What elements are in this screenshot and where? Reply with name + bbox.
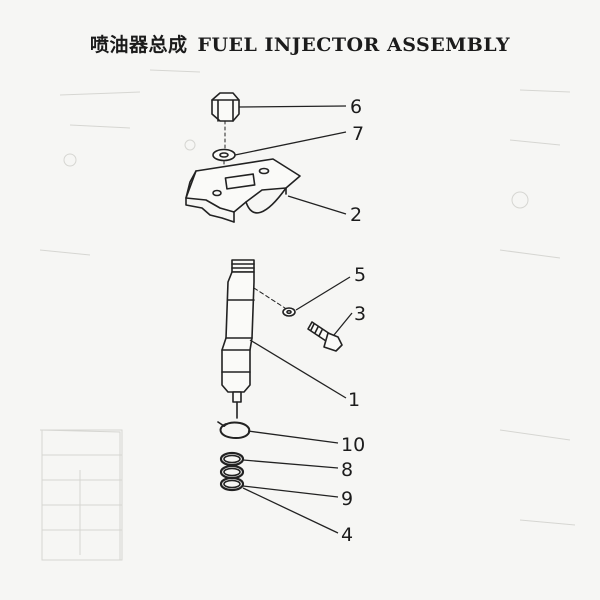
background-ghost-marks — [39, 69, 576, 561]
part-injector-body — [221, 259, 289, 419]
part-nut — [211, 92, 240, 151]
part-bolt — [307, 321, 343, 352]
part-o-rings — [219, 451, 245, 492]
title-chinese: 喷油器总成 — [89, 34, 188, 56]
title-english: FUEL INJECTOR ASSEMBLY — [197, 34, 511, 56]
callout-4: 4 — [341, 524, 353, 546]
callout-8: 8 — [341, 459, 353, 481]
callout-1: 1 — [348, 389, 360, 411]
callout-6: 6 — [350, 96, 362, 118]
part-washer-side — [282, 307, 296, 317]
callout-9: 9 — [341, 488, 353, 510]
callout-10: 10 — [341, 434, 365, 456]
part-clamp-plate — [185, 158, 301, 223]
page-title: 喷油器总成 FUEL INJECTOR ASSEMBLY — [0, 30, 600, 57]
callout-3: 3 — [354, 303, 366, 325]
callout-7: 7 — [352, 123, 364, 145]
part-snap-ring — [217, 421, 251, 439]
callout-labels: 6 7 2 5 3 1 10 8 9 4 — [341, 96, 366, 546]
callout-5: 5 — [354, 264, 366, 286]
callout-2: 2 — [350, 204, 362, 226]
leader-lines — [234, 105, 353, 534]
